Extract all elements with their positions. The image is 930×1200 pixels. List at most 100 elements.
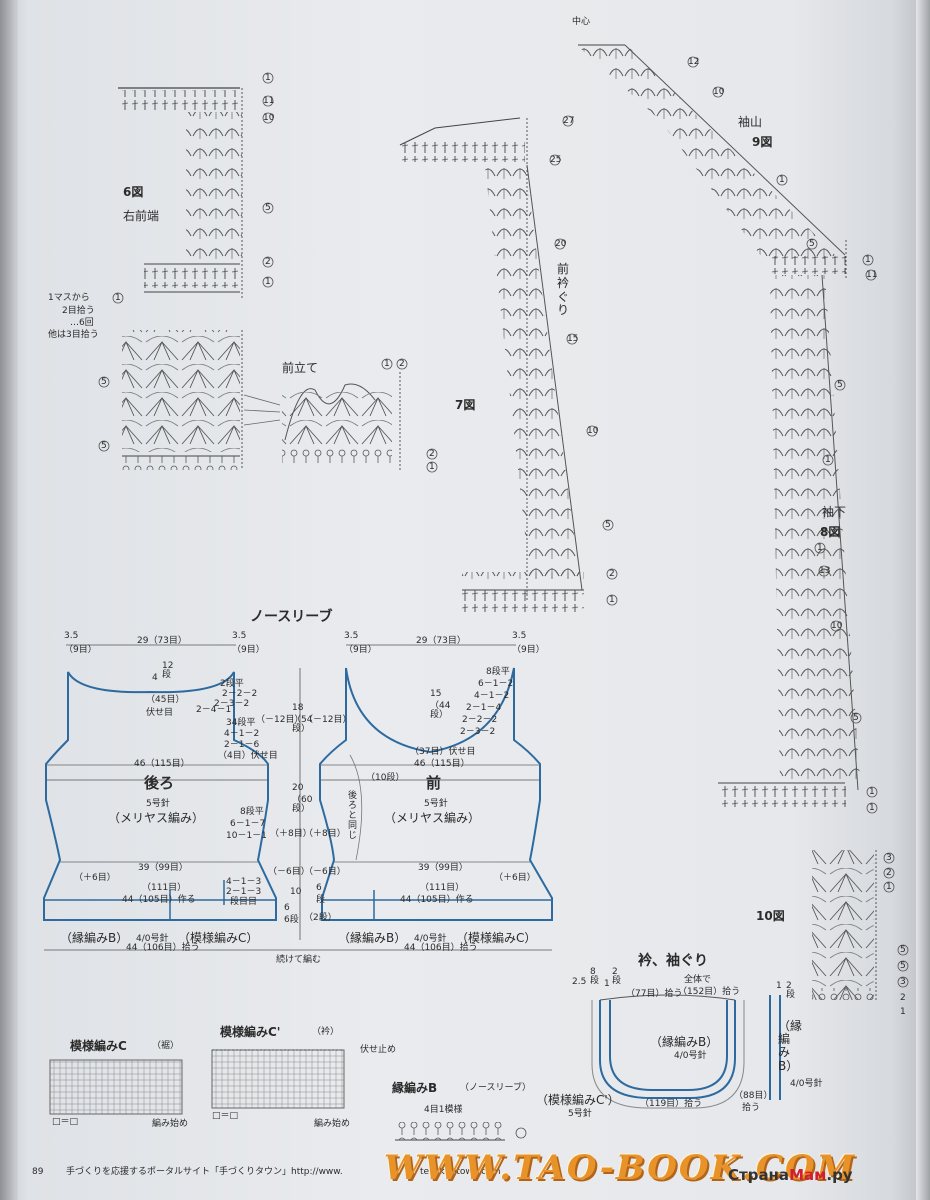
page-edge [916,0,930,1200]
middle-h6: 6 [316,883,322,893]
front-neck-dec: 2－1－4 [466,703,502,713]
fig9-row-mark: 11 [866,270,878,280]
back-border-left: （縁編みB） [60,931,129,945]
back-border-right: （模様編みC） [178,931,259,945]
fig8-chart [718,274,860,807]
chart-c2-title: 模様編みC' [220,1025,281,1039]
edge-b-repeat: 4目1模様 [424,1105,463,1115]
edge-b-chart [395,1122,505,1141]
collar-pattern-c-needle: 5号針 [568,1109,592,1119]
middle-h18-sub: （54段） [292,715,313,734]
back-hem-111: （111目） [142,883,187,893]
middle-h6-sub: 段 [316,895,326,905]
front-needle: 5号針 [424,799,448,809]
chart-c-legend: □＝□ [52,1117,79,1127]
front-cast-on: 44（105目）作る [400,895,474,905]
back-hem-dec: 2－1－3 [226,887,262,897]
chart-c2-grid [211,1049,345,1109]
chart-c2-legend: □＝□ [212,1111,239,1121]
back-neck-sts: （45目） [146,695,185,705]
collar-dim-25: 2.5 [572,977,587,987]
collar-title: 衿、袖ぐり [638,953,708,969]
back-top-center: 29（73目） [137,636,187,646]
chart-c-start: 編み始め [152,1119,189,1129]
maedate-row-mark: 1 [429,462,435,472]
fig8-row-mark: 10 [831,621,843,631]
fig10-row-mark: 2 [900,993,906,1003]
maedate-chart [282,372,401,470]
fig9-label: 袖山 [738,115,763,129]
fig8-row-mark: 1 [869,787,875,797]
front-top-right: 3.5 [512,631,527,641]
back-neck-depth: 4 [152,673,158,683]
chart-c2-start: 編み始め [314,1119,351,1129]
collar-border-b: （縁編みB） [650,1035,719,1049]
middle-h6b: 6 [284,903,290,913]
maedate-row-mark: 1 [384,359,390,369]
back-neck-bind: 伏せ目 [146,708,174,718]
schematic-title: ノースリーブ [250,609,333,625]
fig7-row-mark: 2 [609,569,615,579]
back-top-right: 3.5 [232,631,247,641]
fig6-row-mark: 5 [265,203,271,213]
front-border-left: （縁編みB） [338,931,407,945]
front-name: 前 [426,774,442,792]
fig10-title: 10図 [756,909,785,923]
dimension-lines [44,644,552,951]
fig6-chart [118,87,281,470]
collar-dim-2: 2段 [612,967,622,986]
back-arm-dec: 2－1－6 [224,740,260,750]
back-border-needle: 4/0号針 [136,934,169,944]
fig6-row-mark: 1 [265,277,271,287]
back-width-39: 39（99目） [138,863,188,873]
watermark-strana-mam: СтранаМам.ру [728,1166,853,1184]
back-neck-dec: 2－4－1 [196,705,232,715]
collar-dim-1: 1 [604,979,610,989]
chart-c2-bindoff: 伏せ止め [360,1045,397,1055]
collar-sts-88: （88目） [734,1091,773,1101]
fig10-row-mark: 2 [886,868,892,878]
fig6-row-mark: 1 [115,293,121,303]
collar-sts-88b: 拾う [742,1103,761,1113]
back-neck-dec: 2－3－2 [214,699,250,709]
fig8-title: 8図 [820,525,841,539]
chart-c-sub: （裾） [152,1041,180,1051]
front-border-right: （模様編みC） [456,931,537,945]
front-neck-dec: 8段平 [486,667,510,677]
middle-h18: 18 [292,703,304,713]
fig6-note-3: …6回 [70,318,94,328]
back-side-inc: 6－1－7 [230,819,266,829]
front-top-left-sub: （9目） [344,645,377,655]
front-border-needle: 4/0号針 [414,934,447,944]
fig6-row-mark: 2 [265,257,271,267]
middle-minus12-right: （－12目） [304,715,352,725]
back-needle: 5号針 [146,799,170,809]
fig10-row-mark: 3 [900,977,906,987]
middle-h10: 10 [290,887,302,897]
front-h10-sub: （10段） [366,773,405,783]
fig10-row-mark: 5 [900,961,906,971]
fig6-row-mark: 5 [101,377,107,387]
middle-h2: （2段） [304,913,337,923]
front-plus6: （＋6目） [494,873,536,883]
collar-arm-needle: 4/0号針 [790,1079,823,1089]
front-neck-depth: 15 [430,689,442,699]
middle-h20-sub: （60段） [292,795,313,814]
fig10-chart [812,850,877,1000]
fig6-row-mark: 10 [263,113,275,123]
fig6-row-mark: 11 [263,96,275,106]
fig10-row-mark: 3 [886,853,892,863]
fig9-center: 中心 [572,17,591,27]
chart-c-title: 模様編みC [70,1039,127,1053]
back-arm-dec: 34段平 [226,718,256,728]
watermark-strana-main: Мам [789,1166,827,1184]
front-same-as-back: 後ろと同じ [348,791,358,841]
fig9-row-mark: 1 [865,255,871,265]
fig9-row-mark: 5 [809,239,815,249]
back-schematic [43,671,277,921]
fig7-row-mark: 15 [567,334,579,344]
collar-total: 全体で [684,975,712,985]
middle-h20: 20 [292,783,304,793]
fig7-label: 前衿ぐり [557,262,570,318]
